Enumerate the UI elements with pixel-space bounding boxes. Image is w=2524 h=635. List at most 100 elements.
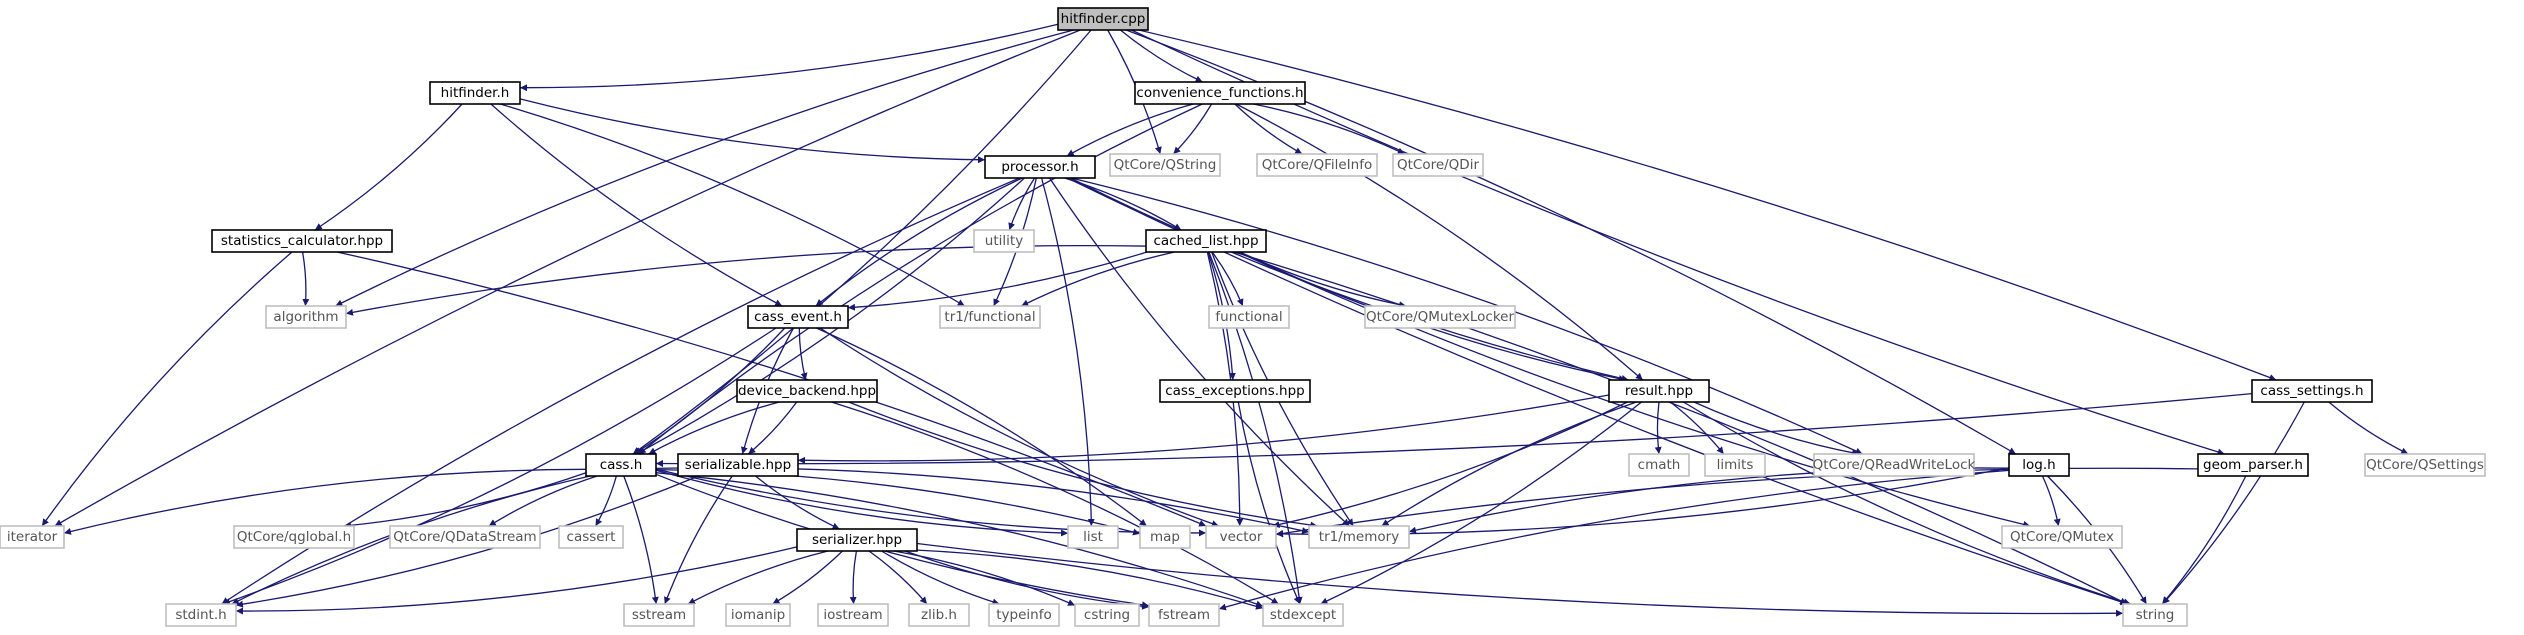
edge-cass-h-to-list: [655, 469, 1069, 537]
node-box: [1074, 603, 1140, 627]
node-box: [1134, 81, 1306, 105]
node-box: [988, 603, 1060, 627]
edge-convenience-functions-h-to-processor-h: [1066, 103, 1194, 157]
node-label: QtCore/QDataStream: [393, 529, 536, 545]
node-utility: utility: [973, 229, 1035, 253]
node-tr1-functional: tr1/functional: [939, 305, 1041, 329]
node-label: utility: [985, 233, 1023, 249]
edge-processor-h-to-tr1-memory: [1048, 177, 1350, 527]
edge-cass-h-to-iterator: [63, 468, 587, 535]
edge-cached-list-hpp-to-cass-event-h: [847, 251, 1148, 311]
edge-cached-list-hpp-to-stdexcept: [1208, 251, 1303, 605]
edge-processor-h-to-utility: [1008, 177, 1036, 231]
edge-serializer-hpp-to-stdexcept: [916, 549, 1264, 610]
edge-serializer-hpp-to-iostream: [849, 550, 858, 605]
node-string: string: [2122, 603, 2188, 627]
node-box: [558, 525, 624, 549]
node-serializable-hpp[interactable]: serializable.hpp: [677, 453, 799, 477]
node-label: stdint.h: [175, 607, 226, 623]
node-stdint-h: stdint.h: [165, 603, 237, 627]
node-serializer-hpp[interactable]: serializer.hpp: [796, 528, 918, 552]
node-label: serializable.hpp: [685, 457, 791, 473]
node-label: QtCore/QMutex: [2010, 529, 2114, 545]
node-hitfinder-cpp[interactable]: hitfinder.cpp: [1057, 7, 1149, 31]
node-statistics-calculator-hpp[interactable]: statistics_calculator.hpp: [211, 229, 393, 253]
node-box: [389, 525, 541, 549]
node-box: [796, 528, 918, 552]
edge-convenience-functions-h-to-result-hpp: [1235, 103, 1644, 381]
node-box: [2364, 453, 2486, 477]
node-box: [265, 305, 347, 329]
node-device-backend-hpp[interactable]: device_backend.hpp: [736, 379, 878, 403]
edge-result-hpp-to-limits: [1669, 401, 1725, 455]
node-label: convenience_functions.h: [1136, 85, 1303, 101]
node-cass-exceptions-hpp[interactable]: cass_exceptions.hpp: [1159, 379, 1311, 403]
node-box: [1704, 453, 1766, 477]
node-result-hpp[interactable]: result.hpp: [1608, 379, 1710, 403]
edge-cass-event-h-to-device-backend-hpp: [798, 327, 808, 381]
node-sstream: sstream: [623, 603, 695, 627]
node-label: processor.h: [1001, 159, 1078, 175]
edge-cass-h-to-sstream: [623, 475, 659, 605]
edge-hitfinder-h-to-cass-event-h: [490, 103, 783, 307]
node-box: [1145, 229, 1267, 253]
node-limits: limits: [1704, 453, 1766, 477]
edge-cass-settings-h-to-cass-h: [655, 392, 2253, 468]
edge-serializable-hpp-to-sstream: [664, 475, 733, 605]
edge-serializer-hpp-to-fstream: [904, 550, 1150, 610]
edge-cached-list-hpp-to-qtcore-qmutex: [1237, 251, 2031, 528]
node-box: [2122, 603, 2188, 627]
node-geom-parser-h[interactable]: geom_parser.h: [2197, 453, 2309, 477]
edge-cached-list-hpp-to-string: [1233, 251, 2128, 605]
node-label: algorithm: [273, 309, 338, 325]
node-cached-list-hpp[interactable]: cached_list.hpp: [1145, 229, 1267, 253]
node-box: [939, 305, 1041, 329]
edge-serializer-hpp-to-iomanip: [772, 550, 843, 605]
node-label: geom_parser.h: [2203, 457, 2303, 473]
edge-geom-parser-h-to-string: [2161, 475, 2247, 605]
node-label: vector: [1220, 529, 1263, 545]
edge-hitfinder-cpp-to-convenience-functions-h: [1119, 29, 1203, 83]
node-label: stdexcept: [1270, 607, 1336, 623]
edge-statistics-calculator-hpp-to-algorithm: [301, 251, 310, 307]
node-box: [747, 305, 849, 329]
nodes-layer: hitfinder.cpp hitfinder.h convenience_func…: [0, 7, 2486, 627]
edge-hitfinder-cpp-to-cass-settings-h: [1138, 29, 2277, 381]
node-label: iostream: [823, 607, 882, 623]
node-qtcore-qstring: QtCore/QString: [1109, 153, 1221, 177]
edge-hitfinder-cpp-to-hitfinder-h: [519, 23, 1059, 92]
edge-result-hpp-to-qtcore-qreadwritelock: [1693, 401, 1860, 457]
node-box: [1159, 379, 1311, 403]
edge-serializer-hpp-to-string: [916, 542, 2124, 617]
edge-cass-h-to-qtcore-qdatastream: [488, 475, 598, 527]
node-log-h[interactable]: log.h: [2008, 453, 2070, 477]
node-cass-event-h[interactable]: cass_event.h: [747, 305, 849, 329]
node-list: list: [1067, 525, 1119, 549]
node-hitfinder-h[interactable]: hitfinder.h: [429, 81, 521, 105]
node-label: cassert: [567, 529, 616, 545]
edge-result-hpp-to-tr1-memory: [1381, 401, 1637, 527]
node-box: [0, 525, 65, 549]
edge-serializer-hpp-to-sstream: [687, 550, 829, 605]
node-box: [725, 603, 791, 627]
node-box: [1208, 305, 1290, 329]
node-label: iterator: [7, 529, 58, 545]
edge-processor-h-to-qtcore-qreadwritelock: [1071, 177, 1863, 455]
node-convenience-functions-h[interactable]: convenience_functions.h: [1134, 81, 1306, 105]
node-label: QtCore/QFileInfo: [1262, 157, 1372, 173]
node-qtcore-qdir: QtCore/QDir: [1392, 153, 1484, 177]
node-cass-h[interactable]: cass.h: [585, 453, 657, 477]
node-label: cass_exceptions.hpp: [1165, 383, 1305, 399]
node-label: hitfinder.cpp: [1061, 11, 1146, 27]
node-box: [1608, 379, 1710, 403]
node-label: string: [2136, 607, 2175, 623]
node-label: cass_settings.h: [2260, 383, 2363, 399]
node-box: [1628, 453, 1690, 477]
edge-hitfinder-cpp-to-algorithm: [335, 29, 1074, 307]
node-processor-h[interactable]: processor.h: [984, 155, 1096, 179]
edge-serializer-hpp-to-zlib-h: [868, 550, 928, 605]
node-cass-settings-h[interactable]: cass_settings.h: [2251, 379, 2373, 403]
edge-hitfinder-h-to-tr1-functional: [500, 103, 966, 307]
node-qtcore-qreadwritelock: QtCore/QReadWriteLock: [1813, 453, 1976, 477]
edge-serializable-hpp-to-stdint-h: [235, 475, 699, 608]
